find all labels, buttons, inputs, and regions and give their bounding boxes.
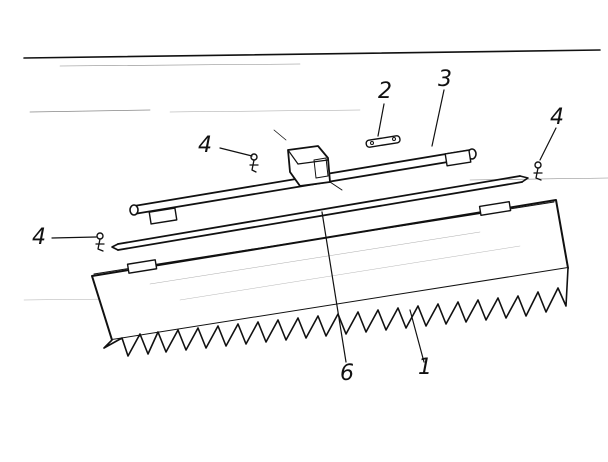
callout-labels: 4 2 3 4 4 6 1 [32, 67, 564, 386]
label-2: 2 [378, 79, 392, 104]
saw-blade [91, 199, 569, 357]
clip-left-lower [95, 232, 105, 252]
clip-right [533, 161, 543, 181]
slider-block [273, 129, 343, 191]
label-6: 6 [340, 361, 354, 386]
label-4-right: 4 [550, 105, 564, 130]
label-1: 1 [418, 355, 432, 380]
clip-left-top [249, 153, 259, 173]
pin-part [365, 135, 401, 148]
label-4-left-lower: 4 [32, 225, 46, 250]
label-4-top-left: 4 [198, 133, 212, 158]
lower-rod [111, 175, 529, 251]
leader-lines [51, 89, 557, 363]
label-3: 3 [438, 67, 452, 92]
